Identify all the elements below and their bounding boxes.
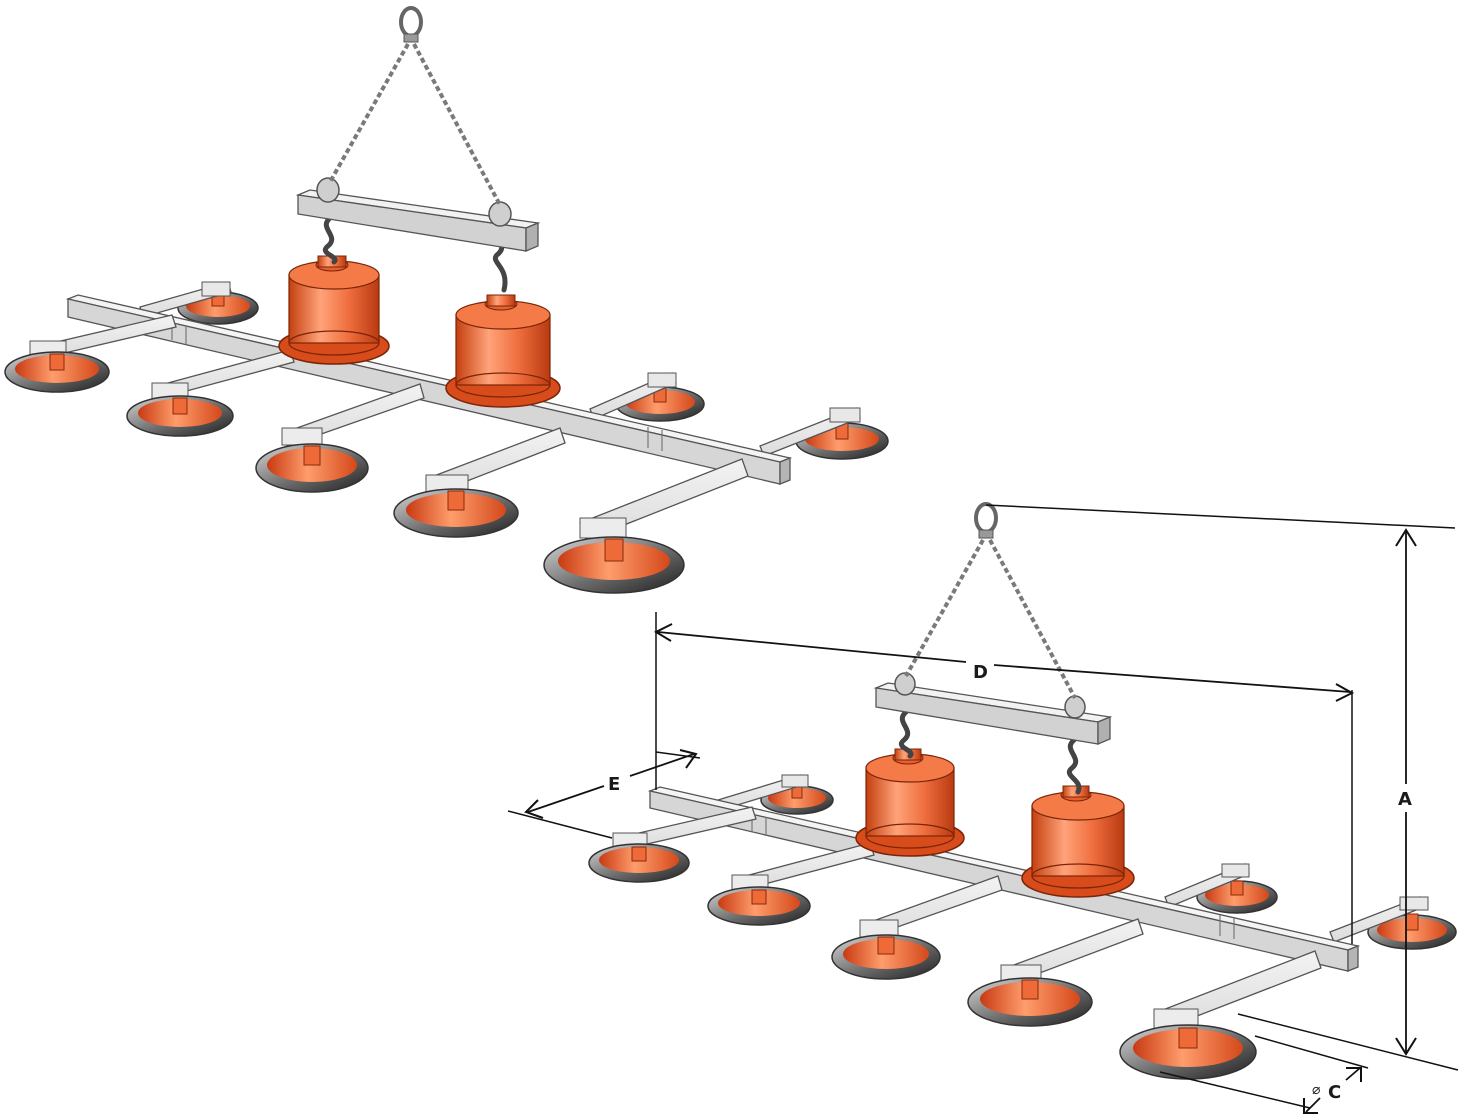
dimension-lines	[507, 504, 1459, 1109]
cross-arm	[859, 875, 1003, 939]
cross-arm	[579, 458, 749, 541]
main-beam	[65, 294, 793, 485]
cross-arm	[717, 774, 809, 811]
lifter-view-top	[4, 6, 889, 594]
suction-pad	[126, 395, 234, 437]
cross-arm	[425, 427, 566, 496]
suction-pad	[1367, 913, 1457, 950]
chain-icon	[328, 43, 502, 206]
lifting-ring-icon	[399, 6, 423, 43]
dimension-label-a: A	[1398, 789, 1412, 810]
dimension-c: ⌀ C	[1303, 1067, 1362, 1114]
vacuum-cylinder	[278, 255, 390, 365]
dimension-a: A	[1395, 528, 1417, 1056]
suction-pad	[4, 351, 110, 393]
suction-pad	[707, 886, 811, 926]
lifting-ring-icon	[974, 502, 998, 539]
dimension-label-c: C	[1328, 1082, 1341, 1103]
cross-arm	[1329, 896, 1429, 943]
suction-pad	[543, 536, 685, 594]
dimension-label-d: D	[973, 662, 988, 683]
cross-arm	[281, 383, 425, 447]
spreader-bar	[873, 672, 1113, 745]
suction-pad	[967, 977, 1093, 1027]
cross-arm	[151, 349, 295, 400]
vacuum-cylinder	[855, 748, 965, 857]
suction-pad	[1196, 880, 1278, 914]
cross-arm	[731, 842, 875, 892]
hook-icon	[899, 709, 1082, 795]
suction-pad	[588, 843, 690, 883]
dimension-label-e: E	[608, 774, 620, 795]
dimension-e: E	[524, 749, 698, 819]
cross-arm	[589, 372, 677, 420]
suction-pad	[255, 443, 369, 493]
suction-pad	[831, 934, 941, 980]
chain-icon	[904, 539, 1077, 699]
suction-pad	[393, 488, 519, 538]
suction-pad	[760, 785, 834, 815]
diameter-symbol: ⌀	[1312, 1082, 1321, 1098]
lifter-view-dimensioned: A D E ⌀ C	[507, 502, 1459, 1114]
vacuum-cylinder	[445, 294, 561, 408]
cross-arm	[1000, 918, 1144, 986]
vacuum-cylinder	[1021, 785, 1135, 898]
dimension-d: D	[653, 623, 1355, 702]
cross-arm	[1153, 950, 1322, 1031]
spreader-bar	[295, 177, 541, 252]
suction-pad	[1119, 1024, 1257, 1080]
